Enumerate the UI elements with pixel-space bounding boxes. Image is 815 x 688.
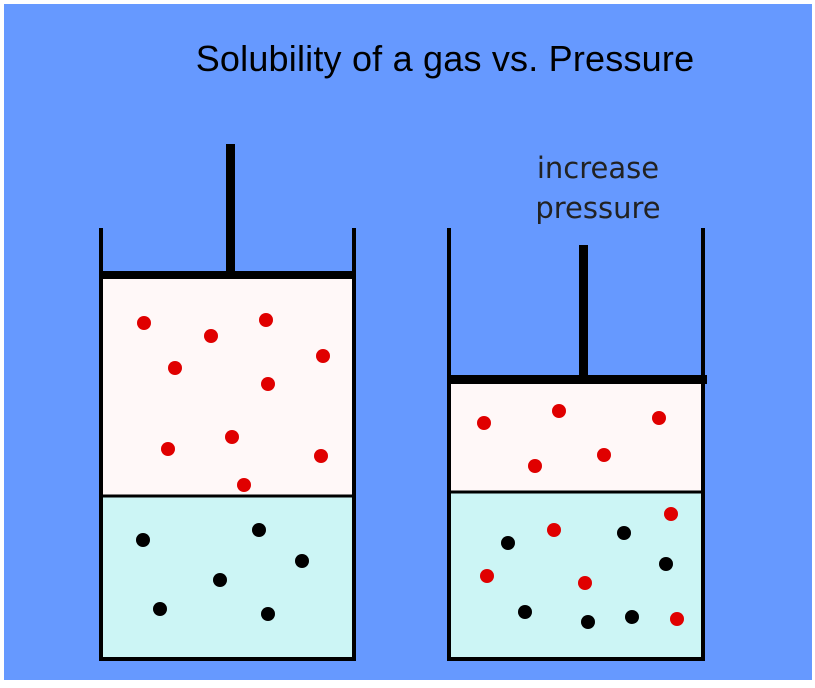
gas-particle (528, 459, 542, 473)
solvent-particle (659, 557, 673, 571)
solvent-particle (625, 610, 639, 624)
gas-particle (552, 404, 566, 418)
piston-plate (101, 271, 354, 279)
dissolved-gas-particles (480, 507, 684, 626)
gas-particles (477, 404, 666, 473)
gas-particle (316, 349, 330, 363)
gas-particle (314, 449, 328, 463)
gas-particles (137, 313, 330, 492)
solvent-particle (153, 602, 167, 616)
gas-particle (259, 313, 273, 327)
solvent-particle (213, 573, 227, 587)
dissolved-gas-particle (578, 576, 592, 590)
gas-particle (597, 448, 611, 462)
dissolved-particles (501, 526, 673, 629)
piston-rod (579, 245, 588, 378)
gas-particle (168, 361, 182, 375)
dissolved-gas-particle (480, 569, 494, 583)
label-line-1: increase (536, 151, 660, 185)
gas-particle (161, 442, 175, 456)
solvent-particle (617, 526, 631, 540)
gas-particle (261, 377, 275, 391)
increase-pressure-label: increase pressure (513, 148, 683, 228)
gas-region (101, 278, 354, 496)
solvent-particle (581, 615, 595, 629)
label-line-2: pressure (535, 191, 661, 225)
gas-region (449, 384, 703, 492)
gas-particle (204, 329, 218, 343)
piston-plate (449, 375, 707, 384)
container-high-pressure (447, 228, 707, 661)
solvent-particle (136, 533, 150, 547)
solvent-particle (252, 523, 266, 537)
solvent-particle (518, 605, 532, 619)
gas-particle (225, 430, 239, 444)
gas-particle (137, 316, 151, 330)
dissolved-gas-particle (670, 612, 684, 626)
gas-particle (477, 416, 491, 430)
liquid-region (101, 496, 354, 659)
container-low-pressure (99, 144, 356, 661)
diagram-title: Solubility of a gas vs. Pressure (195, 38, 695, 79)
dissolved-gas-particle (664, 507, 678, 521)
solvent-particle (261, 607, 275, 621)
solvent-particle (501, 536, 515, 550)
dissolved-particles (136, 523, 309, 621)
solvent-particle (295, 554, 309, 568)
piston-rod (226, 144, 235, 274)
gas-particle (652, 411, 666, 425)
dissolved-gas-particle (547, 523, 561, 537)
gas-particle (237, 478, 251, 492)
